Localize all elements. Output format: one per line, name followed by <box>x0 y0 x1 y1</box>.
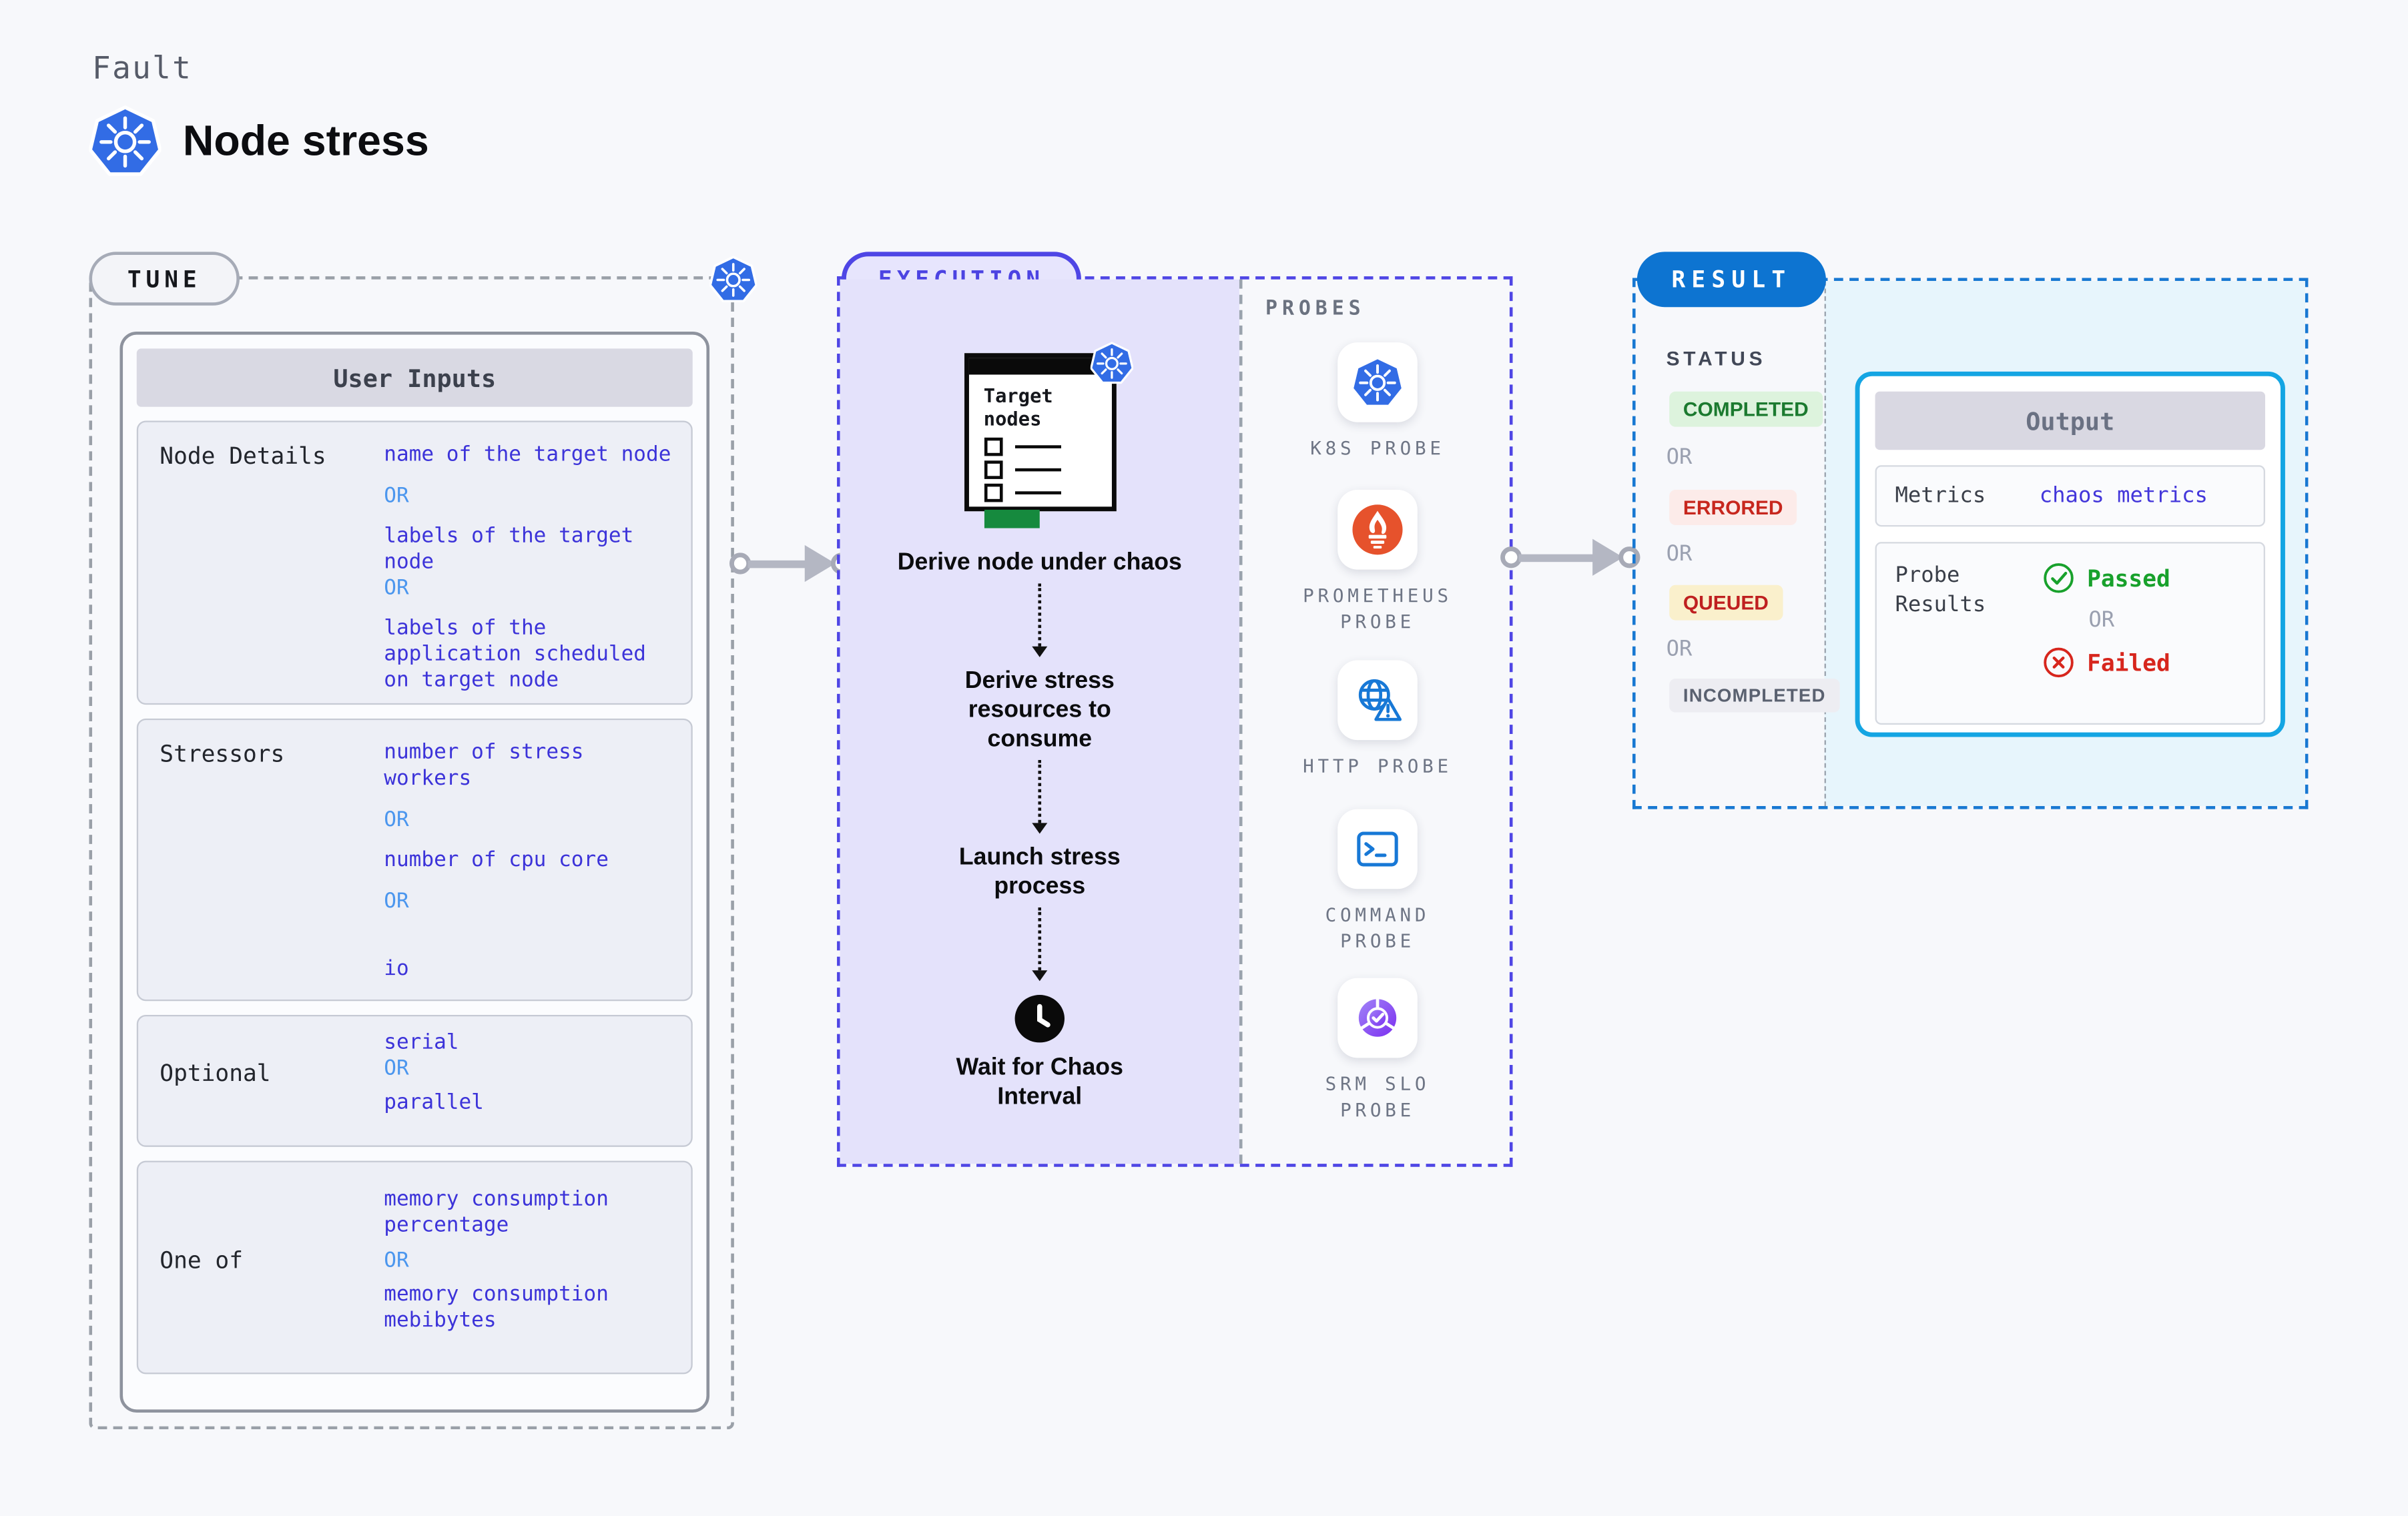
execution-section: EXECUTION Target nodes Derive node under… <box>837 252 1513 1167</box>
probes-divider <box>1239 279 1243 1164</box>
input-value: parallel <box>384 1090 484 1115</box>
probe-label: HTTP PROBE <box>1303 755 1452 777</box>
tune-badge: TUNE <box>89 252 240 306</box>
checkbox-icon <box>983 437 1002 456</box>
tune-to-execution-arrow <box>729 544 853 584</box>
target-nodes-illustration: Target nodes <box>963 353 1116 528</box>
clipboard-title: Target nodes <box>983 384 1053 430</box>
input-row-optional: Optional serial OR parallel <box>136 1014 693 1147</box>
flow-arrow-down-icon <box>1032 907 1048 982</box>
failed-label: Failed <box>2087 649 2170 677</box>
input-label: One of <box>160 1246 243 1274</box>
input-row-node-details: Node Details name of the target node OR … <box>136 420 693 705</box>
page-title: Node stress <box>182 116 429 165</box>
input-value: name of the target node <box>384 442 671 467</box>
kubernetes-icon <box>1090 341 1133 386</box>
status-divider <box>1824 281 1826 807</box>
status-badge-incompleted: INCOMPLETED <box>1669 679 1840 713</box>
execution-to-result-arrow <box>1500 537 1640 577</box>
or-label: OR <box>384 483 409 508</box>
clipboard-header-bar <box>968 358 1111 375</box>
probe-card <box>1337 490 1418 570</box>
prometheus-icon <box>1351 504 1404 556</box>
input-row-one-of: One of memory consumption percentage OR … <box>136 1160 693 1375</box>
flow-arrow-down-icon <box>1032 760 1048 834</box>
input-value: io <box>384 956 409 982</box>
probe-command: COMMAND PROBE <box>1243 809 1513 956</box>
or-label: OR <box>1666 637 1693 662</box>
or-label: OR <box>384 1247 409 1272</box>
flow-arrow-down-icon <box>1032 583 1048 657</box>
or-label: OR <box>384 889 409 914</box>
result-section: RESULT STATUS COMPLETED OR ERRORED OR QU… <box>1632 252 2309 809</box>
probe-results-label: Probe Results <box>1895 563 1986 618</box>
metrics-label: Metrics <box>1895 483 1986 508</box>
checkbox-icon <box>983 483 1002 502</box>
output-panel: Output Metrics chaos metrics Probe Resul… <box>1855 371 2285 737</box>
input-value: memory consumption percentage <box>384 1186 609 1237</box>
probe-card <box>1337 978 1418 1058</box>
status-badge-queued: QUEUED <box>1669 585 1783 621</box>
result-badge: RESULT <box>1636 252 1826 308</box>
input-value: number of stress workers <box>384 740 584 791</box>
status-badge-completed: COMPLETED <box>1669 391 1823 427</box>
probe-srm-slo: SRM SLO PROBE <box>1243 978 1513 1124</box>
slo-donut-check-icon <box>1351 992 1404 1044</box>
probe-prometheus: PROMETHEUS PROBE <box>1243 490 1513 636</box>
clock-icon <box>1014 994 1066 1044</box>
execution-flow: Target nodes Derive node under chaos Der… <box>840 279 1239 1164</box>
probe-card <box>1337 809 1418 889</box>
page-header: Node stress <box>89 104 429 177</box>
tune-section: TUNE User Inputs Node Details name of th… <box>89 252 733 1430</box>
probes-title: PROBES <box>1265 298 1366 321</box>
check-circle-icon <box>2042 562 2074 594</box>
flow-step: Derive stress resources to consume <box>964 667 1115 753</box>
user-inputs-panel: User Inputs Node Details name of the tar… <box>119 332 710 1413</box>
probe-http: HTTP PROBE <box>1243 660 1513 779</box>
input-row-stressors: Stressors number of stress workers OR nu… <box>136 718 693 1002</box>
progress-bar <box>983 509 1039 528</box>
probe-label: K8S PROBE <box>1310 437 1445 460</box>
flow-step: Wait for Chaos Interval <box>956 1054 1123 1110</box>
probe-label: PROMETHEUS PROBE <box>1303 585 1452 633</box>
probe-label: SRM SLO PROBE <box>1325 1073 1430 1121</box>
output-title: Output <box>1875 391 2266 450</box>
input-label: Stressors <box>160 740 285 768</box>
or-label: OR <box>1666 445 1693 470</box>
or-label: OR <box>384 575 409 601</box>
checkbox-icon <box>983 460 1002 479</box>
metrics-row: Metrics chaos metrics <box>1875 465 2266 527</box>
x-circle-icon <box>2042 647 2074 679</box>
http-globe-warning-icon <box>1351 674 1404 726</box>
metrics-value: chaos metrics <box>2039 483 2208 508</box>
passed-label: Passed <box>2087 564 2170 593</box>
or-label: OR <box>2088 608 2115 633</box>
terminal-icon <box>1351 823 1404 875</box>
input-value: labels of the target node <box>384 523 634 575</box>
kubernetes-icon <box>1351 356 1404 408</box>
user-inputs-title: User Inputs <box>136 348 693 407</box>
probe-results-row: Probe Results Passed OR Failed <box>1875 542 2266 725</box>
flow-step: Launch stress process <box>958 844 1121 900</box>
probe-label: COMMAND PROBE <box>1325 904 1430 952</box>
input-value: serial <box>384 1030 459 1055</box>
kubernetes-icon <box>709 255 757 304</box>
input-label: Node Details <box>160 442 326 470</box>
or-label: OR <box>1666 542 1693 567</box>
input-value: number of cpu core <box>384 847 609 872</box>
kubernetes-icon <box>89 104 161 177</box>
input-value: labels of the application scheduled on t… <box>384 615 647 693</box>
input-label: Optional <box>160 1059 271 1088</box>
or-label: OR <box>384 807 409 833</box>
status-badge-errored: ERRORED <box>1669 490 1797 525</box>
status-title: STATUS <box>1666 347 1767 370</box>
probe-card <box>1337 660 1418 741</box>
flow-step: Derive node under chaos <box>897 549 1182 576</box>
input-value: memory consumption mebibytes <box>384 1281 609 1333</box>
arrow-head-dot <box>1618 546 1640 568</box>
probe-k8s: K8S PROBE <box>1243 342 1513 462</box>
probe-card <box>1337 342 1418 422</box>
or-label: OR <box>384 1056 409 1081</box>
fault-eyebrow: Fault <box>92 49 193 86</box>
